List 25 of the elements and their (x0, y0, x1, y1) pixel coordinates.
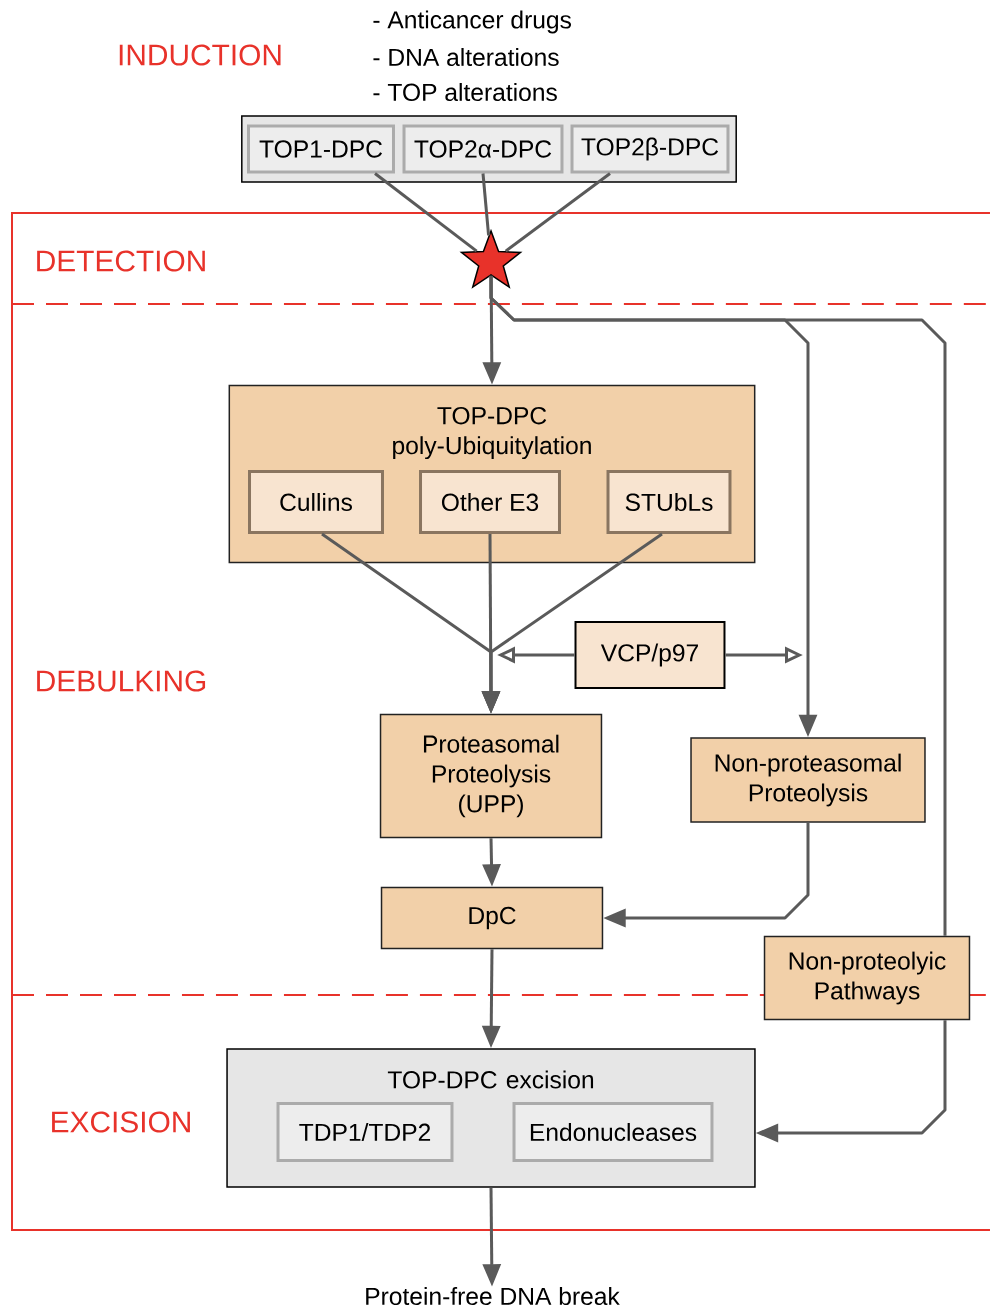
section-label: INDUCTION (119, 44, 281, 66)
process-box: Cullins (248, 470, 384, 534)
process-box: STUbLs (606, 470, 732, 534)
process-box: Proteasomal Proteolysis (UPP) (379, 713, 603, 839)
connector-line (374, 172, 478, 253)
process-box: Non-proteasomal Proteolysis (690, 737, 926, 823)
connector-line (489, 275, 947, 936)
process-box: Other E3 (419, 470, 561, 534)
process-box: TOP2α-DPC (402, 124, 564, 174)
process-box: Non-proteolyic Pathways (763, 935, 971, 1021)
process-box: VCP/p97 (574, 621, 726, 689)
process-box: Endonucleases (512, 1102, 714, 1162)
process-box: TOP2β-DPC (570, 124, 730, 174)
list-item: - DNA alterations (373, 48, 559, 67)
process-box: DpC (380, 886, 604, 950)
process-box: TDP1/TDP2 (276, 1102, 454, 1162)
section-label: DETECTION (37, 250, 205, 272)
connector-line (481, 173, 491, 236)
section-label: EXCISION (52, 1111, 190, 1133)
list-item: - Anticancer drugs (373, 10, 571, 34)
connector-line (504, 172, 611, 253)
result-label: Protein-free DNA break (366, 1287, 620, 1306)
process-box: TOP1-DPC (247, 124, 395, 174)
list-item: - TOP alterations (373, 83, 557, 102)
section-label: DEBULKING (37, 670, 206, 692)
